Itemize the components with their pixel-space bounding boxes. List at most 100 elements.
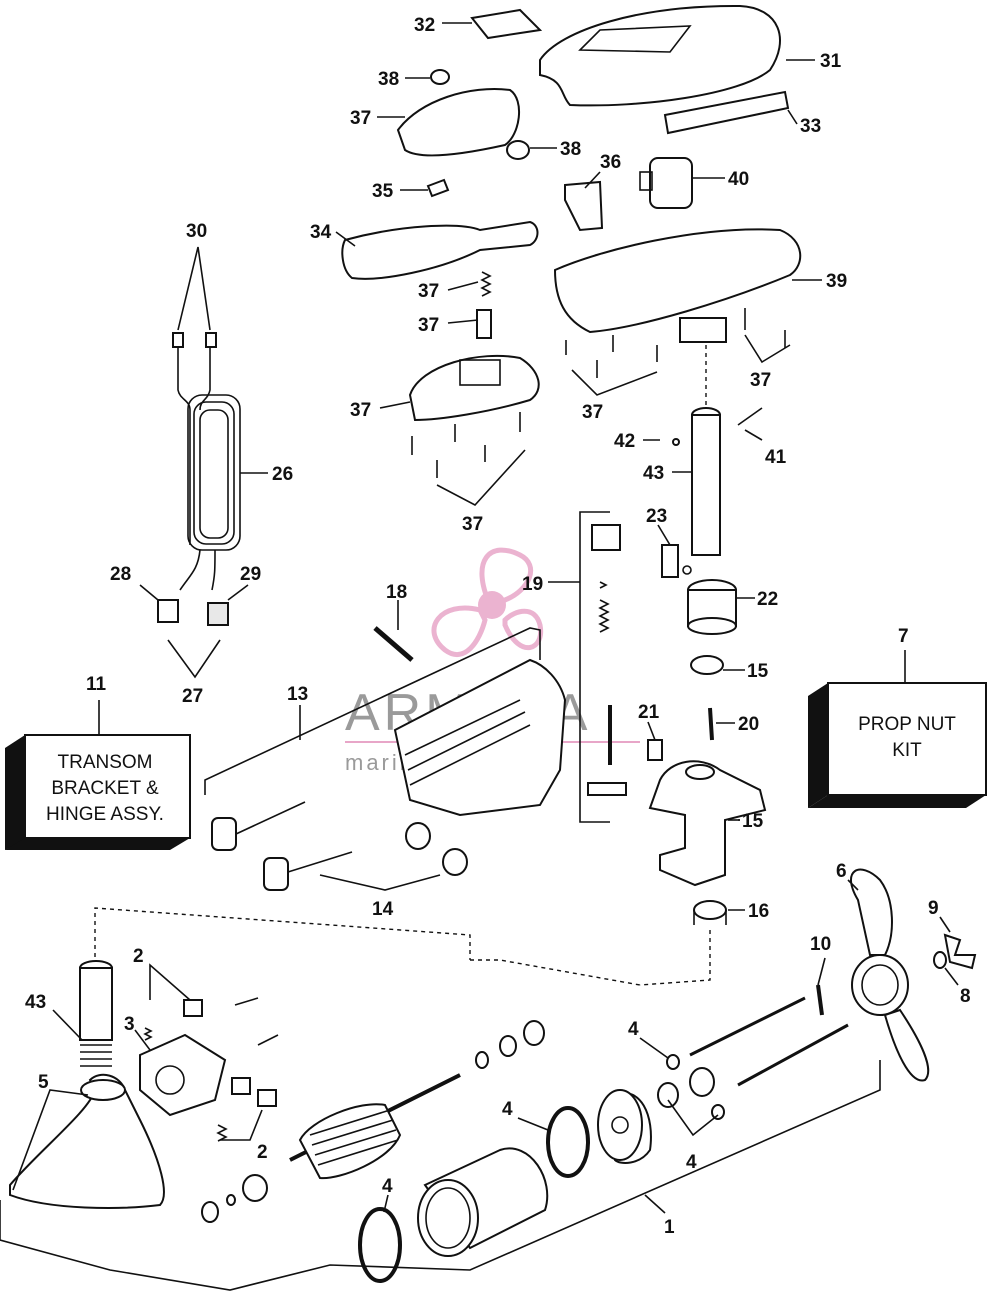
part-28-decal	[470, 8, 543, 40]
callout-5: 5	[38, 1072, 49, 1093]
callout-20: 22	[757, 589, 778, 610]
part-14-housing	[648, 760, 767, 887]
callout-35: 37	[350, 108, 371, 129]
part-18-pin	[708, 707, 714, 741]
callout-15-upper: 15	[747, 661, 769, 682]
part-4-washers-right	[657, 1054, 725, 1120]
part-20-collar	[687, 579, 737, 635]
callout-32: 36	[600, 152, 621, 173]
part-21-lever	[661, 544, 692, 578]
transom-box-line-1: TRANSOM	[58, 752, 153, 773]
callout-12: 13	[287, 684, 308, 705]
part-41-pin	[737, 407, 763, 426]
callout-27: 31	[820, 51, 842, 72]
part-39-base	[553, 228, 802, 343]
part-3-brush-plate	[139, 1033, 227, 1117]
part-9-prop-nut	[943, 933, 977, 970]
part-34-plunger	[476, 309, 492, 339]
callout-31: 35	[372, 181, 394, 202]
callout-8: 8	[960, 986, 971, 1007]
callout-23: 27	[182, 686, 203, 707]
lower-unit-outline	[0, 1060, 881, 1291]
motor-screws	[234, 997, 279, 1046]
part-29-strip	[663, 90, 790, 135]
callout-38-top: 38	[378, 69, 399, 90]
callout-37-mid: 37	[582, 402, 603, 423]
transom-bracket-box: TRANSOM BRACKET & HINGE ASSY.	[5, 734, 191, 850]
callout-36: 37	[350, 400, 371, 421]
callout-1: 1	[664, 1217, 675, 1238]
part-4-o-ring-middle	[546, 1106, 590, 1178]
part-2-brushes	[143, 999, 277, 1142]
end-cap	[597, 1089, 652, 1164]
callout-9: 9	[928, 898, 939, 919]
callout-41: 41	[765, 447, 787, 468]
part-38-knob-lower	[506, 140, 530, 160]
callout-30: 34	[310, 222, 332, 243]
part-19-screw	[647, 739, 663, 761]
part-27-top-cover	[539, 4, 781, 107]
callout-10: 10	[810, 934, 831, 955]
part-5-nose-cone	[9, 1073, 165, 1209]
assembly-guide-lines	[94, 907, 711, 986]
callout-18: 20	[738, 714, 759, 735]
callout-37-left: 37	[462, 514, 483, 535]
callout-42: 42	[614, 431, 635, 452]
callout-19: 21	[638, 702, 660, 723]
callout-11: 11	[86, 674, 107, 695]
callout-4-right: 4	[686, 1152, 697, 1173]
part-43-lower-shaft	[79, 960, 113, 1067]
callout-17: 19	[522, 574, 543, 595]
callout-2-lower: 2	[257, 1142, 268, 1163]
callout-38-lower: 38	[560, 139, 581, 160]
leader-lines	[12, 22, 959, 1214]
callout-13: 14	[372, 899, 394, 920]
callout-14: 15	[742, 811, 764, 832]
callout-34: 37	[418, 315, 439, 336]
callout-7: 7	[898, 626, 909, 647]
part-37-screws	[411, 308, 786, 478]
part-42-ball	[672, 438, 680, 446]
prop-nut-kit-box: PROP NUT KIT	[808, 682, 987, 808]
part-43-shaft	[691, 345, 721, 556]
callout-4-left: 4	[382, 1176, 393, 1197]
part-30-handle	[341, 220, 539, 280]
callout-39: 39	[826, 271, 847, 292]
callout-37-right: 37	[750, 370, 771, 391]
part-8-washer	[933, 951, 947, 969]
part-13-clamp-screws	[211, 801, 468, 891]
prop-nut-line-2: KIT	[892, 740, 922, 761]
transom-box-line-2: BRACKET &	[51, 778, 159, 799]
part-25-connector	[207, 602, 229, 626]
part-10-drive-pin	[816, 984, 824, 1016]
transom-box-line-3: HINGE ASSY.	[46, 804, 164, 825]
part-6-propeller	[850, 868, 930, 1082]
part-36-lower-housing	[408, 354, 540, 422]
callout-28: 32	[414, 15, 435, 36]
callout-29: 33	[800, 116, 821, 137]
callout-15-lower: 16	[748, 901, 769, 922]
callout-40: 40	[728, 169, 749, 190]
part-38-knob-top	[430, 69, 450, 85]
prop-nut-line-1: PROP NUT	[858, 714, 956, 735]
part-12-hinge-assy	[393, 658, 567, 817]
callout-labels: 32 31 33 38 37 38 36 40 35 34 37 37 37 3…	[25, 15, 971, 1238]
part-4-o-ring-left	[358, 1207, 402, 1283]
part-15-bushing-lower	[693, 900, 727, 925]
part-22-cable	[172, 332, 241, 591]
part-32-bracket	[564, 180, 604, 232]
part-15-bushing-upper	[690, 655, 724, 675]
callout-25: 29	[240, 564, 261, 585]
callout-26: 30	[186, 221, 207, 242]
armature	[289, 1073, 461, 1180]
callout-4-middle: 4	[502, 1099, 513, 1120]
callout-24: 28	[110, 564, 131, 585]
part-16-pin	[373, 626, 414, 662]
callout-16: 18	[386, 582, 407, 603]
callout-4-washer: 4	[628, 1019, 639, 1040]
watermark-propeller-icon	[431, 547, 544, 658]
part-17-group	[579, 511, 627, 823]
part-24-connector	[157, 599, 179, 623]
